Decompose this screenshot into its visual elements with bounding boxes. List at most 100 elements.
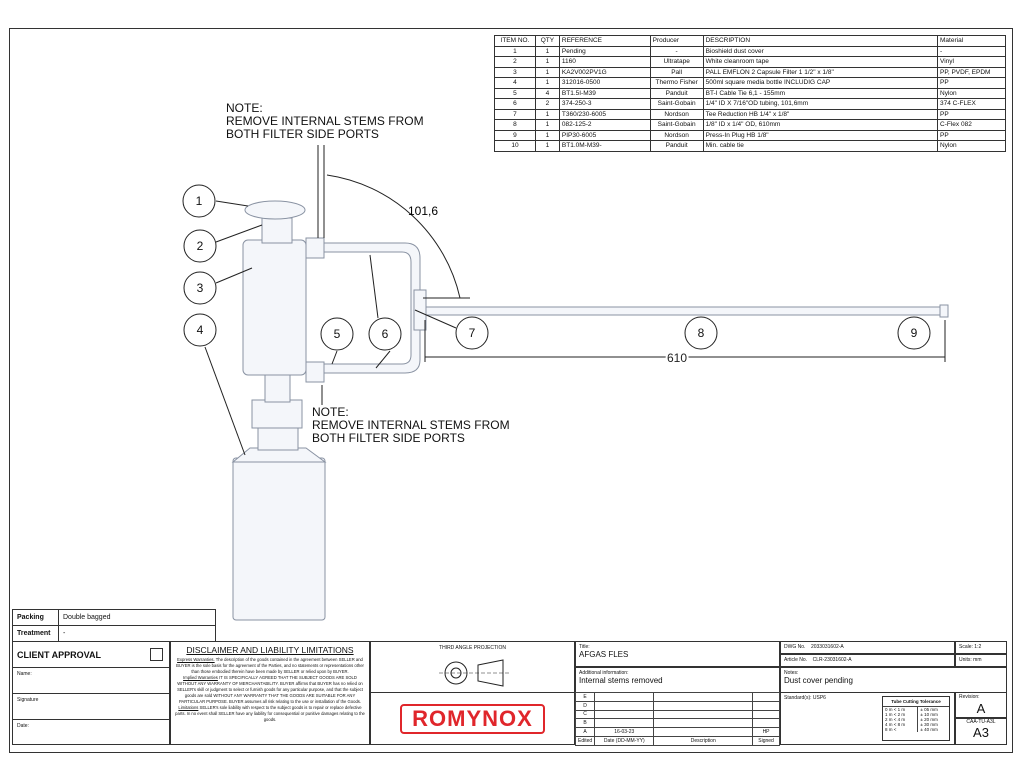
port-top xyxy=(305,237,325,259)
revision-cell: Revision: A xyxy=(955,692,1007,718)
revision-cell xyxy=(594,692,655,702)
filter-capsule xyxy=(242,239,307,376)
balloon-7: 7 xyxy=(455,316,489,350)
revision-cell xyxy=(653,692,754,702)
revision-row: D xyxy=(574,700,780,711)
revision-cell xyxy=(653,709,754,720)
revision-cell xyxy=(752,709,780,720)
balloon-9: 9 xyxy=(897,316,931,350)
tolerance-cell: ± 20 mm xyxy=(917,717,949,722)
revision-cell: C xyxy=(574,709,596,720)
balloon-3: 3 xyxy=(183,271,217,305)
tolerance-cell: ± 30 mm xyxy=(917,722,949,727)
balloon-label: 2 xyxy=(197,239,204,253)
additional-info-cell: Additional information:Internal stems re… xyxy=(575,667,780,693)
approval-checkbox[interactable] xyxy=(150,648,163,661)
balloon-label: 5 xyxy=(334,327,341,341)
dim-label-101-6: 101,6 xyxy=(408,204,438,218)
tubing-6 xyxy=(319,242,421,374)
balloon-label: 7 xyxy=(469,326,476,340)
revision-cell xyxy=(752,700,780,711)
bom-cell: PP xyxy=(937,129,1006,141)
filter-inlet xyxy=(261,217,293,244)
revision-cell: A xyxy=(574,727,596,737)
revision-cell: Description xyxy=(653,735,754,746)
revision-cell: E xyxy=(574,692,596,702)
sheet-format-cell: CAA-TU-A3L A3 xyxy=(955,718,1007,745)
tolerance-row: 2 m < 4 m ± 20 mm xyxy=(883,717,949,722)
tolerance-row: 1 m < 2 m ± 10 mm xyxy=(883,712,949,717)
revision-cell: D xyxy=(574,700,596,711)
balloon-4: 4 xyxy=(183,313,217,347)
client-approval: CLIENT APPROVAL Name: Signature Date: xyxy=(12,641,170,745)
plug-9 xyxy=(939,304,949,318)
port-bottom xyxy=(305,361,325,383)
revision-cell xyxy=(653,727,754,737)
revision-cell xyxy=(594,718,655,729)
name-field[interactable]: Name: xyxy=(13,668,169,694)
balloon-2: 2 xyxy=(183,229,217,263)
drawing-frame xyxy=(9,28,1013,753)
client-approval-title: CLIENT APPROVAL xyxy=(17,650,102,660)
bom-cell: 1 xyxy=(534,140,560,152)
balloon-5: 5 xyxy=(320,317,354,351)
revision-row: B xyxy=(574,718,780,729)
standards-cell: Standard(s): USP6 xyxy=(780,692,955,745)
tolerance-cell: 1 m < 2 m xyxy=(885,712,906,717)
bom-cell: 1/8" ID x 1/4" OD, 610mm xyxy=(702,119,939,131)
revision-cell xyxy=(653,718,754,729)
article-number: Article No. CLR-23031602-A xyxy=(780,654,955,667)
revision-cell: Edited xyxy=(574,735,596,746)
balloon-label: 6 xyxy=(382,327,389,341)
revision-cell xyxy=(594,709,655,720)
units: Units: mm xyxy=(955,654,1007,667)
projection-symbol: THIRD ANGLE PROJECTION xyxy=(370,641,575,693)
filter-outlet xyxy=(264,371,291,403)
dim-label-610: 610 xyxy=(667,351,687,365)
bottle-cap xyxy=(251,399,303,429)
bom-cell: Nylon xyxy=(937,140,1006,152)
tolerance-row: 4 m < 8 m ± 30 mm xyxy=(883,722,949,727)
bom-cell: C-Flex 082 xyxy=(937,119,1006,131)
scale: Scale: 1:2 xyxy=(955,641,1007,654)
bom-cell: Press-In Plug HB 1/8" xyxy=(702,129,939,141)
revision-cell: B xyxy=(574,718,596,729)
balloon-label: 9 xyxy=(911,326,918,340)
signature-field[interactable]: Signature xyxy=(13,694,169,720)
drawing-title: AFGAS FLES xyxy=(579,650,629,659)
bom-cell: 9 xyxy=(494,129,536,141)
revision-cell xyxy=(594,700,655,711)
bom-cell: 1 xyxy=(534,129,560,141)
dim-arc xyxy=(326,174,461,299)
revision-row: C xyxy=(574,709,780,720)
dust-cover xyxy=(244,200,306,220)
tolerance-cell: 4 m < 8 m xyxy=(885,722,906,727)
company-logo: ROMYNOX xyxy=(370,692,575,745)
notes-cell: Notes:Dust cover pending xyxy=(780,667,1007,693)
tubing-8 xyxy=(425,306,947,316)
revision-cell xyxy=(653,700,754,711)
revision-cell xyxy=(752,718,780,729)
date-field[interactable]: Date: xyxy=(17,723,29,729)
title-cell: Title:AFGAS FLES xyxy=(575,641,780,667)
bom-cell: 1 xyxy=(534,119,560,131)
balloon-8: 8 xyxy=(684,316,718,350)
revision-cell: Signed xyxy=(752,735,780,746)
tolerance-cell: 2 m < 4 m xyxy=(885,717,906,722)
revision-cell: Date (DD-MM-YY) xyxy=(594,735,655,746)
tolerance-cell: ± 10 mm xyxy=(917,712,949,717)
bom-cell: 8 xyxy=(494,119,536,131)
balloon-label: 3 xyxy=(197,281,204,295)
